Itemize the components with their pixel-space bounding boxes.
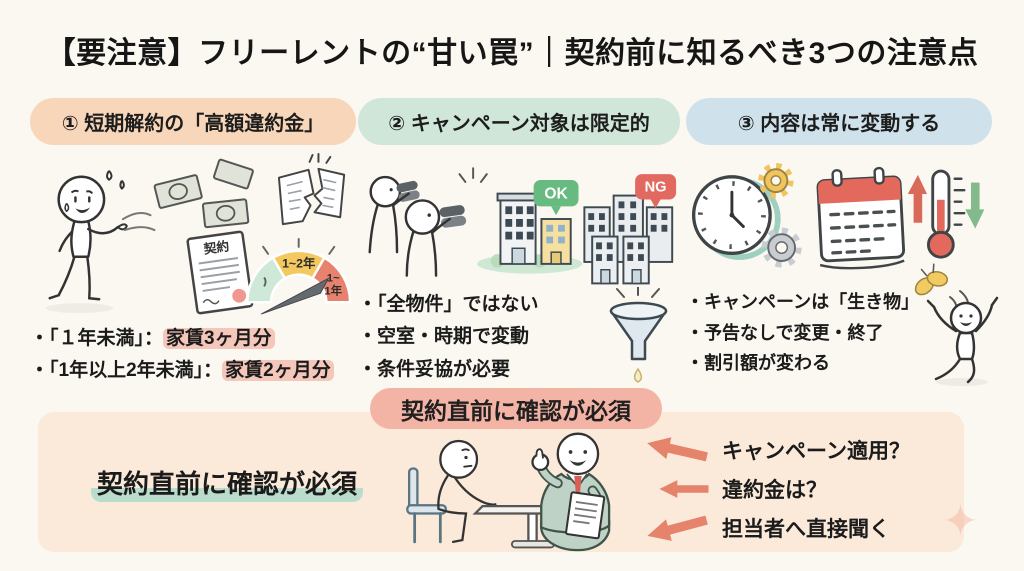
gears-icon bbox=[758, 162, 802, 268]
ng-buildings-icon: NG bbox=[583, 174, 677, 285]
question-label: 担当者へ直接聞く bbox=[722, 517, 890, 541]
chair-icon bbox=[406, 467, 447, 544]
question-row: 担当者へ直接聞く bbox=[644, 508, 910, 547]
sparkle-decoration: ✦ bbox=[942, 497, 979, 546]
meeting-illustration bbox=[406, 432, 611, 552]
question-row: 違約金は？ bbox=[658, 469, 910, 508]
svg-text:1年: 1年 bbox=[324, 283, 342, 297]
penalty-gauge-icon: 1~2年 1~ 1年 bbox=[246, 237, 352, 315]
worried-person-icon bbox=[45, 170, 128, 314]
penalty-bullet-1: ・「１年未満」：家賃3ヶ月分 bbox=[30, 323, 356, 355]
binoculars-people-icon bbox=[368, 167, 488, 277]
section2-header: ② キャンペーン対象は限定的 bbox=[358, 98, 680, 145]
worried-person-money-gauge-illustration: 契約 1~2年 1~ 1年 bbox=[45, 153, 352, 315]
section-changing-content: ③ 内容は常に変動する bbox=[686, 98, 999, 386]
money-bills-icon bbox=[121, 158, 254, 232]
penalty-highlight-2: 家賃2ヶ月分 bbox=[222, 360, 334, 382]
section-penalty: ① 短期解約の「高額違約金」 bbox=[30, 98, 356, 388]
svg-text:契約: 契約 bbox=[202, 238, 231, 257]
buildings-ok-ng-illustration: OK bbox=[368, 167, 677, 285]
question-row: キャンペーン適用？ bbox=[644, 430, 910, 469]
torn-contract-icon bbox=[277, 153, 346, 226]
clock-calendar-thermometer-illustration bbox=[691, 162, 985, 270]
change-bullet-3: ・割引額が変わる bbox=[686, 353, 830, 374]
funnel-icon bbox=[609, 287, 668, 383]
penalty-bullet-2: ・「1年以上2年未満」：家賃2ヶ月分 bbox=[30, 355, 356, 387]
question-list: キャンペーン適用？ 違約金は？ 担当者へ直接聞く bbox=[644, 430, 910, 547]
agent-icon bbox=[531, 432, 611, 552]
scope-bullet-2: ・空室・時期で変動 bbox=[358, 326, 530, 348]
thermometer-icon bbox=[907, 169, 985, 259]
section-campaign-scope: ② キャンペーン対象は限定的 bbox=[358, 98, 680, 386]
butterfly-person-icon bbox=[914, 263, 999, 386]
clock-icon bbox=[691, 175, 781, 261]
scope-bullet-1: ・「全物件」ではない bbox=[358, 294, 539, 315]
penalty-highlight-1: 家賃3ヶ月分 bbox=[163, 328, 275, 349]
change-bullet-1: ・キャンペーンは「生き物」 bbox=[686, 292, 920, 312]
section1-header: ① 短期解約の「高額違約金」 bbox=[30, 98, 356, 145]
question-label: 違約金は？ bbox=[722, 478, 827, 502]
change-bullet-2: ・予告なしで変更・終了 bbox=[686, 322, 884, 343]
question-label: キャンペーン適用？ bbox=[722, 439, 910, 463]
confirm-banner: 契約直前に確認が必須 bbox=[370, 388, 662, 429]
arrow-left-icon bbox=[647, 515, 708, 541]
svg-text:OK: OK bbox=[544, 186, 568, 203]
svg-text:1~2年: 1~2年 bbox=[282, 256, 315, 271]
page-title: 【要注意】フリーレントの“甘い罠”｜契約前に知るべき3つの注意点 bbox=[45, 37, 979, 70]
arrow-left-icon bbox=[647, 436, 708, 461]
scope-bullet-3: ・条件妥協が必要 bbox=[358, 358, 511, 380]
section3-header: ③ 内容は常に変動する bbox=[686, 98, 992, 145]
customer-icon bbox=[437, 439, 497, 544]
confirm-emphasis-text: 契約直前に確認が必須 bbox=[62, 464, 392, 502]
svg-text:NG: NG bbox=[645, 180, 667, 196]
ok-buildings-icon: OK bbox=[477, 179, 583, 274]
svg-text:1~: 1~ bbox=[327, 272, 340, 284]
contract-document-icon: 契約 bbox=[186, 230, 254, 315]
arrow-left-icon bbox=[659, 479, 709, 498]
calendar-icon bbox=[816, 166, 906, 270]
